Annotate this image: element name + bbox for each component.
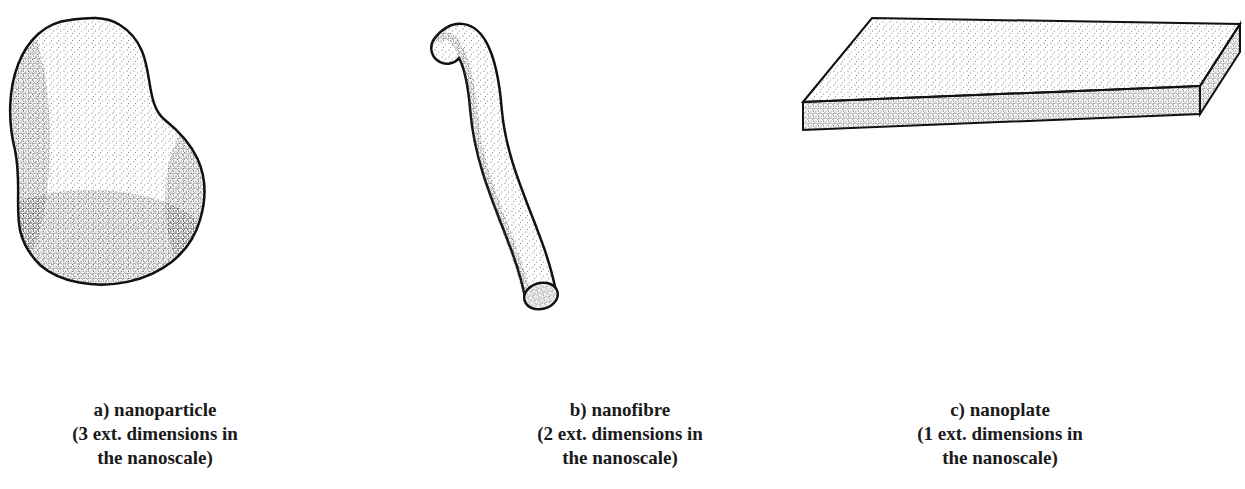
nanoparticle-drawing <box>0 18 215 300</box>
caption-title: c) nanoplate <box>950 398 1050 422</box>
caption-text: (3 ext. dimensions in the nanoscale) <box>60 422 250 470</box>
caption-title: a) nanoparticle <box>94 398 217 422</box>
caption-title: b) nanofibre <box>570 398 670 422</box>
nanoplate-drawing <box>803 18 1240 130</box>
caption-text: (1 ext. dimensions in the nanoscale) <box>905 422 1095 470</box>
caption-text: (2 ext. dimensions in the nanoscale) <box>525 422 715 470</box>
nanofibre-drawing <box>437 36 561 313</box>
